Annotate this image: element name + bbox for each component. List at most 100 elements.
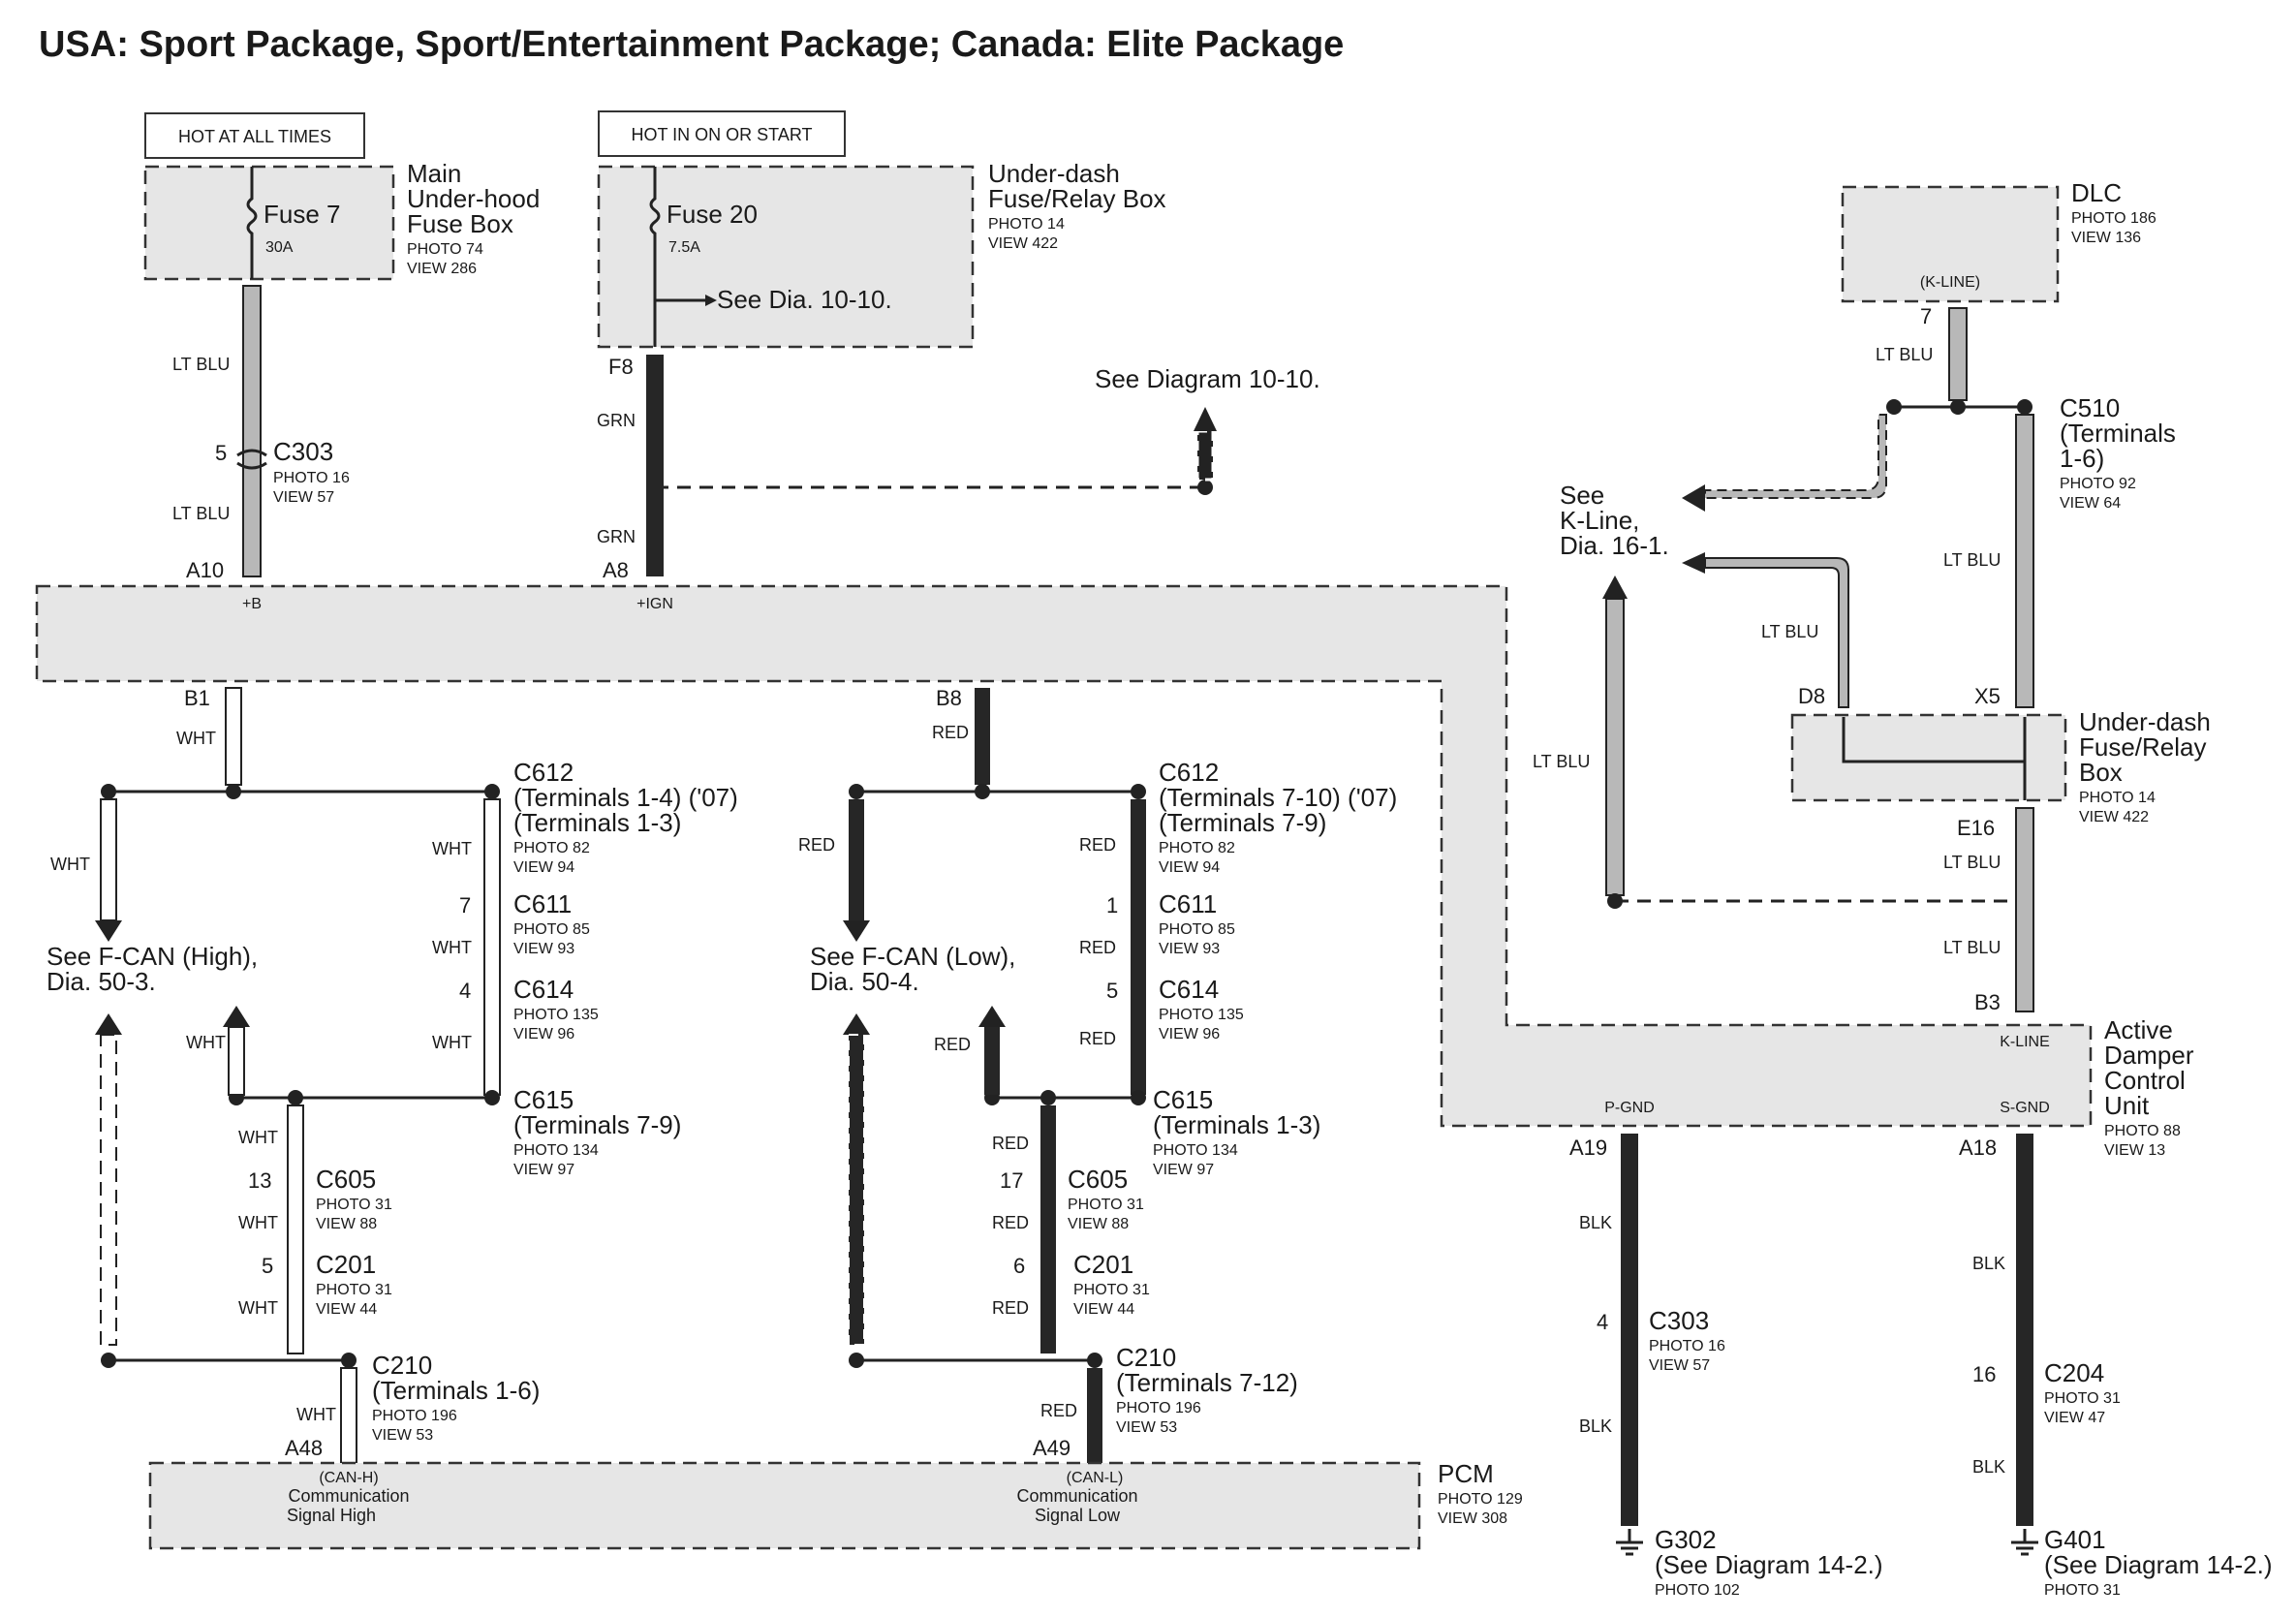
main-box-name2: Under-hood xyxy=(407,184,540,213)
wire-color-red-c614: RED xyxy=(1079,1029,1116,1048)
wht-wire-b1 xyxy=(225,687,242,786)
grn-up-arrow xyxy=(1194,407,1217,431)
wire-color-wht-c201: WHT xyxy=(238,1298,278,1318)
wire-color-red-stub: RED xyxy=(934,1035,971,1054)
fcanl-arrow-down xyxy=(843,920,870,942)
g302-see: (See Diagram 14-2.) xyxy=(1655,1550,1883,1579)
pcm-view: VIEW 308 xyxy=(1438,1510,1507,1527)
c303a-pin: 5 xyxy=(215,441,227,465)
wire-color-wht-c614: WHT xyxy=(432,1033,472,1052)
pin-a10: A10 xyxy=(186,558,224,582)
fcanh-arrow-down xyxy=(95,920,122,942)
fuse-20-see: See Dia. 10-10. xyxy=(717,285,892,314)
c611r-view: VIEW 93 xyxy=(1159,941,1220,957)
c605w-photo: PHOTO 31 xyxy=(316,1197,392,1213)
pin-b8: B8 xyxy=(936,686,962,710)
wire-color-grn-2: GRN xyxy=(597,527,636,546)
wire-color-red-b8: RED xyxy=(932,723,969,742)
pin-x5: X5 xyxy=(1974,684,2001,708)
c210w-photo: PHOTO 196 xyxy=(372,1408,457,1424)
dlc-photo: PHOTO 186 xyxy=(2071,210,2156,227)
dlc-ltblu-wire xyxy=(1948,307,1968,401)
c612r-photo: PHOTO 82 xyxy=(1159,840,1235,856)
damper-kline-label: K-LINE xyxy=(2000,1034,2050,1050)
ltblu-splice-right xyxy=(2017,399,2032,415)
kline-arrow-lower xyxy=(1682,552,1705,574)
c614r-pin: 5 xyxy=(1106,979,1118,1003)
c201w-view: VIEW 44 xyxy=(316,1301,377,1318)
wire-color-grn-1: GRN xyxy=(597,411,636,430)
c611w-name: C611 xyxy=(513,889,572,918)
hot-always-label: HOT AT ALL TIMES xyxy=(178,127,331,146)
pcm-canh-line2: Signal High xyxy=(287,1506,376,1525)
c510-view: VIEW 64 xyxy=(2060,495,2121,512)
c614r-photo: PHOTO 135 xyxy=(1159,1007,1244,1023)
c605w-pin: 13 xyxy=(248,1168,271,1193)
c605r-view: VIEW 88 xyxy=(1068,1216,1129,1232)
c611w-photo: PHOTO 85 xyxy=(513,921,590,938)
c614w-name: C614 xyxy=(513,975,574,1004)
c510-photo: PHOTO 92 xyxy=(2060,476,2136,492)
pin-b3: B3 xyxy=(1974,990,2001,1014)
fuse-7-label: Fuse 7 xyxy=(264,200,341,229)
ltblu-splice-left xyxy=(1886,399,1902,415)
c614w-pin: 4 xyxy=(459,979,471,1003)
wire-color-ltblu-left: LT BLU xyxy=(1533,752,1590,771)
pin-e16: E16 xyxy=(1957,816,1995,840)
c612r-t2: (Terminals 7-9) xyxy=(1159,808,1326,837)
c605r-photo: PHOTO 31 xyxy=(1068,1197,1144,1213)
wire-color-wht-left: WHT xyxy=(50,855,90,874)
see-kline-2: K-Line, xyxy=(1560,506,1639,535)
c201r-view: VIEW 44 xyxy=(1073,1301,1134,1318)
see-kline-1: See xyxy=(1560,481,1604,510)
wire-color-wht-c605b: WHT xyxy=(238,1213,278,1232)
wire-color-blk-g401: BLK xyxy=(1972,1457,2005,1477)
c611w-view: VIEW 93 xyxy=(513,941,574,957)
c303a-view: VIEW 57 xyxy=(273,489,334,506)
pin-a48: A48 xyxy=(285,1436,323,1460)
fuse-20-branch-arrow xyxy=(705,295,717,306)
hot-ign-box xyxy=(598,110,846,157)
ud2-name2: Fuse/Relay xyxy=(2079,732,2207,762)
wire-color-wht-c210: WHT xyxy=(296,1405,336,1424)
c303b-view: VIEW 57 xyxy=(1649,1357,1710,1374)
c210r-name: C210 xyxy=(1116,1343,1176,1372)
red-up-arrow xyxy=(978,1006,1006,1027)
c611r-photo: PHOTO 85 xyxy=(1159,921,1235,938)
c615r-name: C615 xyxy=(1153,1085,1213,1114)
damper-sgnd-label: S-GND xyxy=(2000,1100,2050,1116)
wht-splice-c615-right xyxy=(484,1090,500,1105)
pin-f8: F8 xyxy=(608,355,634,379)
wire-color-red-c605b: RED xyxy=(992,1213,1029,1232)
red-splice-c615-mid xyxy=(1040,1090,1056,1105)
wire-color-red-c210: RED xyxy=(1040,1401,1077,1420)
c615r-view: VIEW 97 xyxy=(1153,1162,1214,1178)
c614w-view: VIEW 96 xyxy=(513,1026,574,1042)
c204-view: VIEW 47 xyxy=(2044,1410,2105,1426)
c210w-t1: (Terminals 1-6) xyxy=(372,1376,540,1405)
c201r-photo: PHOTO 31 xyxy=(1073,1282,1150,1298)
damper-name3: Control xyxy=(2104,1066,2186,1095)
grn-up-dashed-wire xyxy=(1195,429,1215,482)
pin-label-plusign: +IGN xyxy=(636,596,673,612)
fuse-7-amp: 30A xyxy=(265,239,294,256)
wire-color-red-left: RED xyxy=(798,835,835,855)
c210w-view: VIEW 53 xyxy=(372,1427,433,1444)
c303a-photo: PHOTO 16 xyxy=(273,470,350,486)
wire-color-wht-stub: WHT xyxy=(186,1033,226,1052)
pin-a19: A19 xyxy=(1569,1136,1607,1160)
main-box-photo: PHOTO 74 xyxy=(407,241,483,258)
c612w-view: VIEW 94 xyxy=(513,859,574,876)
wht-splice-right xyxy=(484,784,500,799)
ud2-photo: PHOTO 14 xyxy=(2079,790,2156,806)
c612r-name: C612 xyxy=(1159,758,1219,787)
dash-box-name1: Under-dash xyxy=(988,159,1120,188)
pin-d8: D8 xyxy=(1798,684,1825,708)
wire-color-wht-c605a: WHT xyxy=(238,1128,278,1147)
dlc-pin: 7 xyxy=(1920,304,1932,328)
damper-pgnd-label: P-GND xyxy=(1604,1100,1655,1116)
damper-name2: Damper xyxy=(2104,1041,2194,1070)
g302-photo: PHOTO 102 xyxy=(1655,1582,1740,1599)
ltblu-wire-up-left xyxy=(1605,598,1625,896)
